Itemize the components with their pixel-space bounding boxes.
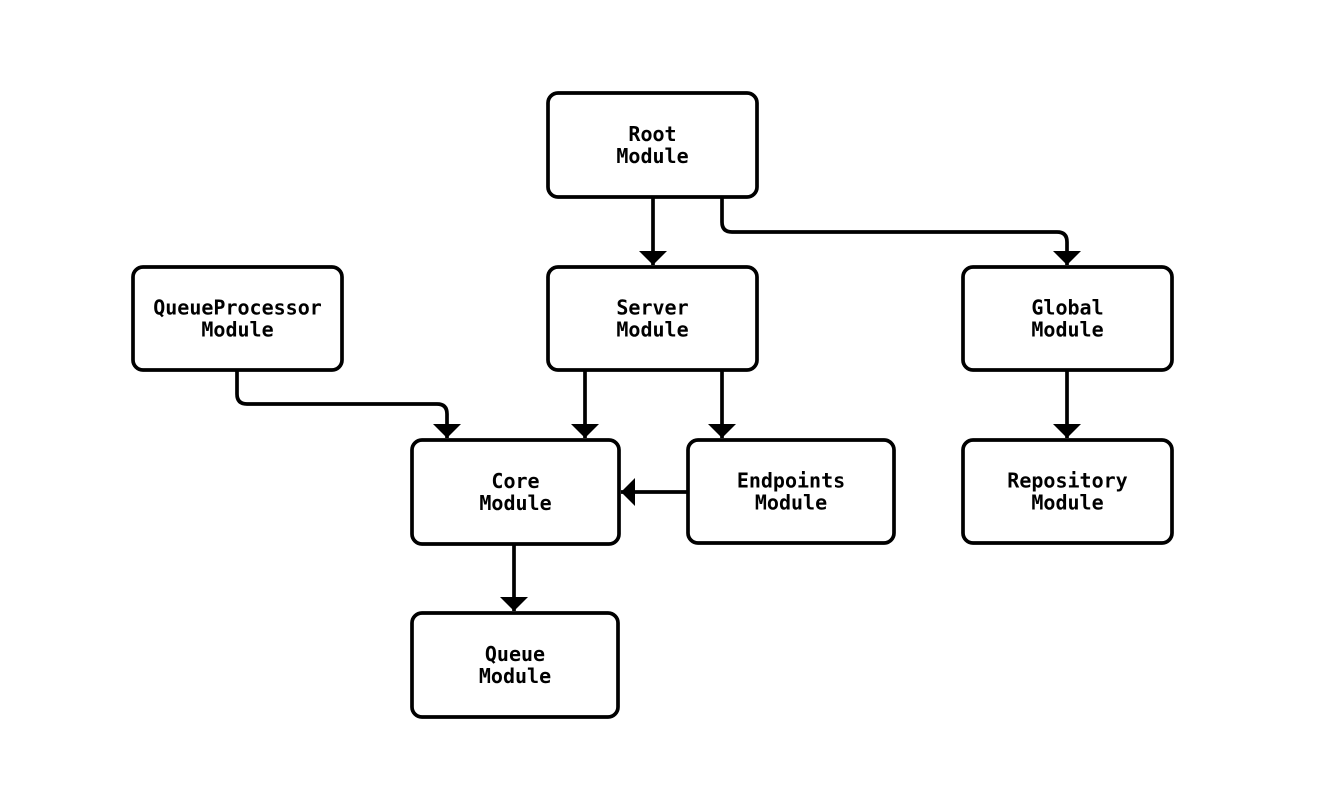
node-box-global — [961, 265, 1174, 372]
node-box-server — [546, 265, 759, 372]
edge-queueprocessor-core — [235, 370, 461, 438]
node-box-core — [410, 438, 621, 546]
node-box-root — [546, 91, 759, 199]
node-box-queueprocessor — [131, 265, 344, 372]
node-box-repository — [961, 438, 1174, 545]
edges-layer — [235, 197, 1081, 611]
edge-root-global — [720, 197, 1081, 265]
node-box-queue — [410, 611, 620, 719]
node-box-endpoints — [686, 438, 896, 545]
